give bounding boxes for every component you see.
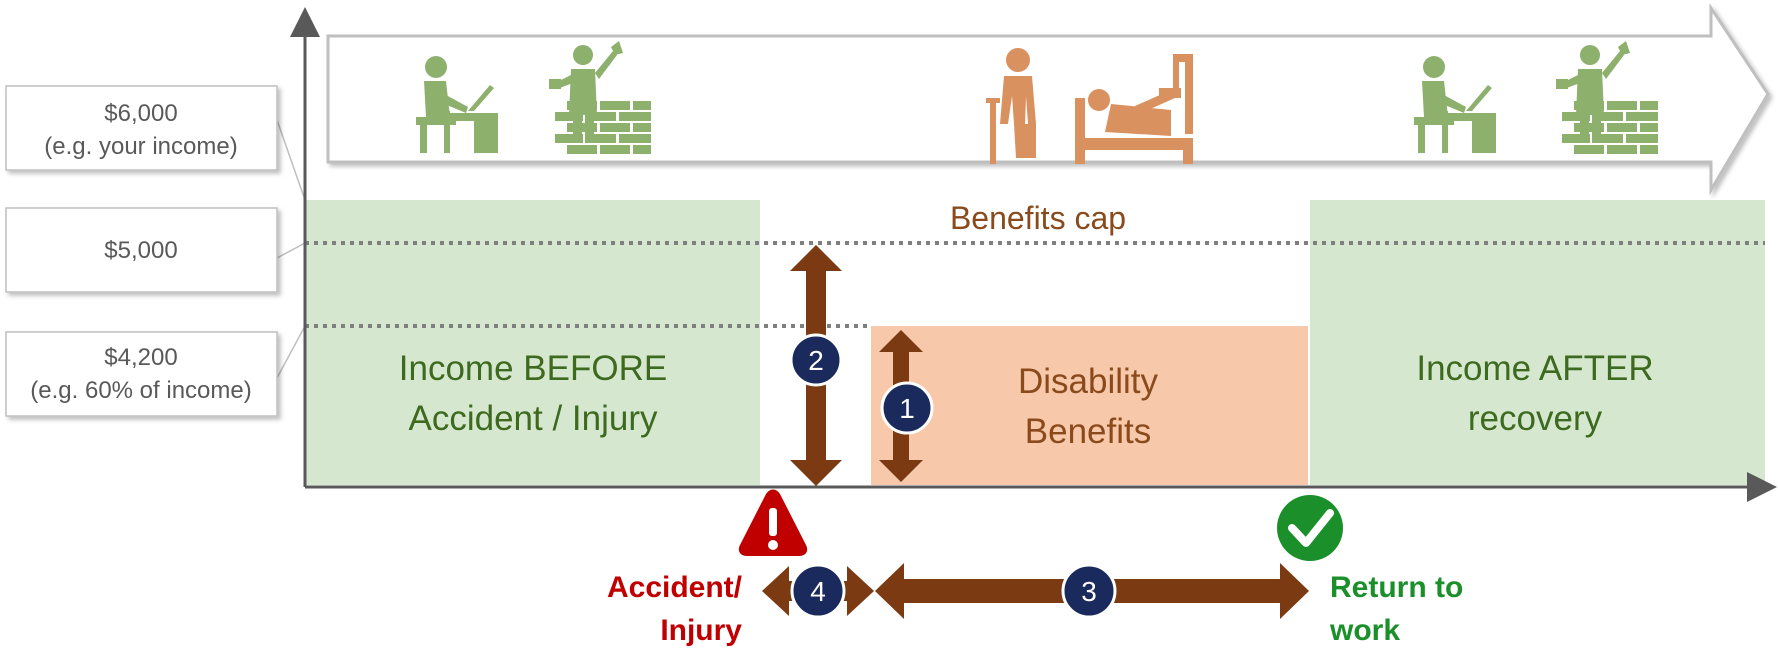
desk-worker-icon (1414, 56, 1496, 153)
badge-1: 1 (880, 381, 934, 435)
connector-4200 (276, 325, 306, 379)
disability-line1: Disability (1018, 362, 1159, 401)
bricklayer-icon (1556, 41, 1658, 154)
y-label-4200: $4,200 (e.g. 60% of income) (5, 331, 278, 417)
hospital-bed-icon (1075, 54, 1193, 164)
income-before-region (305, 200, 760, 485)
y-label-5000: $5,000 (5, 207, 278, 293)
disability-benefits-region (871, 326, 1308, 485)
badge-2-number: 2 (808, 345, 824, 376)
income-after-region (1310, 200, 1765, 485)
badge-4: 4 (790, 563, 846, 619)
check-icon (1277, 495, 1343, 561)
y-label-6000-note: (e.g. your income) (44, 133, 237, 160)
return-label-line2: work (1329, 614, 1400, 647)
badge-1-number: 1 (899, 393, 915, 424)
warning-icon (738, 489, 808, 556)
bricklayer-icon (549, 41, 651, 154)
y-label-5000-value: $5,000 (104, 237, 177, 264)
benefits-cap-label: Benefits cap (950, 200, 1126, 236)
badge-2: 2 (789, 333, 843, 387)
desk-worker-icon (416, 56, 498, 153)
income-before-line2: Accident / Injury (409, 399, 658, 438)
y-label-6000: $6,000 (e.g. your income) (5, 85, 278, 171)
return-label-line1: Return to (1330, 571, 1463, 604)
crutch-person-icon (986, 48, 1036, 164)
income-before-line1: Income BEFORE (399, 349, 667, 388)
accident-label-line1: Accident/ (607, 571, 743, 604)
badge-3: 3 (1061, 563, 1117, 619)
y-label-4200-value: $4,200 (104, 344, 177, 371)
timeline-arrow (326, 3, 1770, 196)
y-label-6000-value: $6,000 (104, 100, 177, 127)
accident-label-line2: Injury (660, 614, 742, 647)
disability-line2: Benefits (1025, 412, 1151, 451)
badge-4-number: 4 (810, 576, 826, 607)
income-after-line1: Income AFTER (1416, 349, 1653, 388)
y-label-4200-note: (e.g. 60% of income) (30, 377, 251, 404)
connector-6000 (276, 119, 306, 201)
badge-3-number: 3 (1081, 576, 1097, 607)
connector-5000 (276, 242, 306, 259)
income-after-line2: recovery (1468, 399, 1603, 438)
